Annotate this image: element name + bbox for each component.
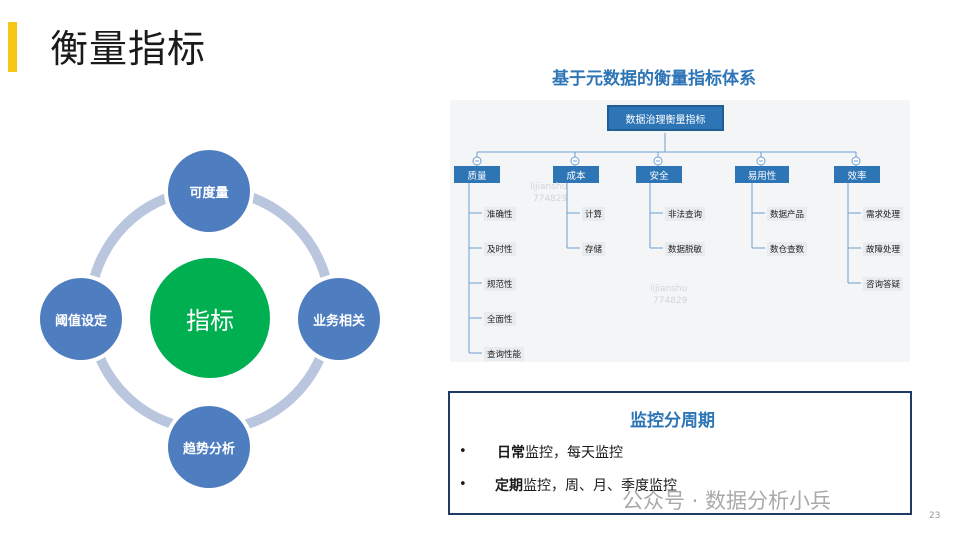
tree-watermark: 774829	[533, 194, 568, 204]
cycle-node-right: 业务相关	[298, 278, 380, 360]
monitor-line-2-bold: 定期	[495, 478, 523, 494]
tree-title: 基于元数据的衡量指标体系	[552, 69, 756, 89]
cycle-node-top: 可度量	[168, 150, 250, 232]
tree-root-node: 数据治理衡量指标	[607, 105, 724, 131]
cycle-center: 指标	[150, 258, 270, 378]
tree-leaf: 故障处理	[863, 242, 904, 256]
tree-category-usability: 易用性	[735, 166, 789, 183]
tree-leaf: 查询性能	[484, 347, 525, 361]
tree-leaf: 准确性	[484, 207, 516, 221]
monitor-line-2-text: 监控，周、月、季度监控	[523, 478, 677, 494]
monitor-line-1-text: 监控，每天监控	[525, 445, 623, 461]
tree-category-cost: 成本	[553, 166, 599, 183]
tree-panel	[450, 100, 910, 362]
tree-leaf: 数据脱敏	[665, 242, 706, 256]
tree-leaf: 规范性	[484, 277, 516, 291]
footer-watermark: 公众号 · 数据分析小兵	[622, 489, 832, 513]
tree-watermark: 774829	[653, 296, 688, 306]
tree-connectors	[468, 133, 861, 354]
tree-leaf: 计算	[582, 207, 606, 221]
tree-watermark: lijianshu	[530, 182, 568, 192]
tree-leaf: 存储	[582, 242, 606, 256]
cycle-node-left: 阈值设定	[40, 278, 122, 360]
tree-leaf: 及时性	[484, 242, 516, 256]
tree-category-quality: 质量	[454, 166, 500, 183]
tree-leaf: 数据产品	[767, 207, 808, 221]
page-number: 23	[929, 511, 941, 521]
tree-leaf: 非法查询	[665, 207, 706, 221]
monitor-box	[448, 391, 912, 515]
bullet-dot: •	[459, 444, 467, 459]
tree-leaf: 数仓查数	[767, 242, 808, 256]
monitor-line-1: 日常监控，每天监控	[497, 442, 623, 462]
bullet-dot: •	[459, 477, 467, 492]
tree-leaf: 全面性	[484, 312, 516, 326]
monitor-line-1-bold: 日常	[497, 445, 525, 461]
tree-category-security: 安全	[636, 166, 682, 183]
monitor-line-2: 定期监控，周、月、季度监控	[495, 475, 677, 495]
cycle-node-bottom: 趋势分析	[168, 406, 250, 488]
tree-leaf: 需求处理	[863, 207, 904, 221]
title-accent-bar	[8, 22, 17, 72]
monitor-title: 监控分周期	[630, 411, 715, 431]
tree-category-efficiency: 效率	[834, 166, 880, 183]
page-title: 衡量指标	[50, 27, 207, 71]
tree-leaf: 咨询答疑	[863, 277, 904, 291]
tree-watermark: lijianshu	[650, 284, 688, 294]
